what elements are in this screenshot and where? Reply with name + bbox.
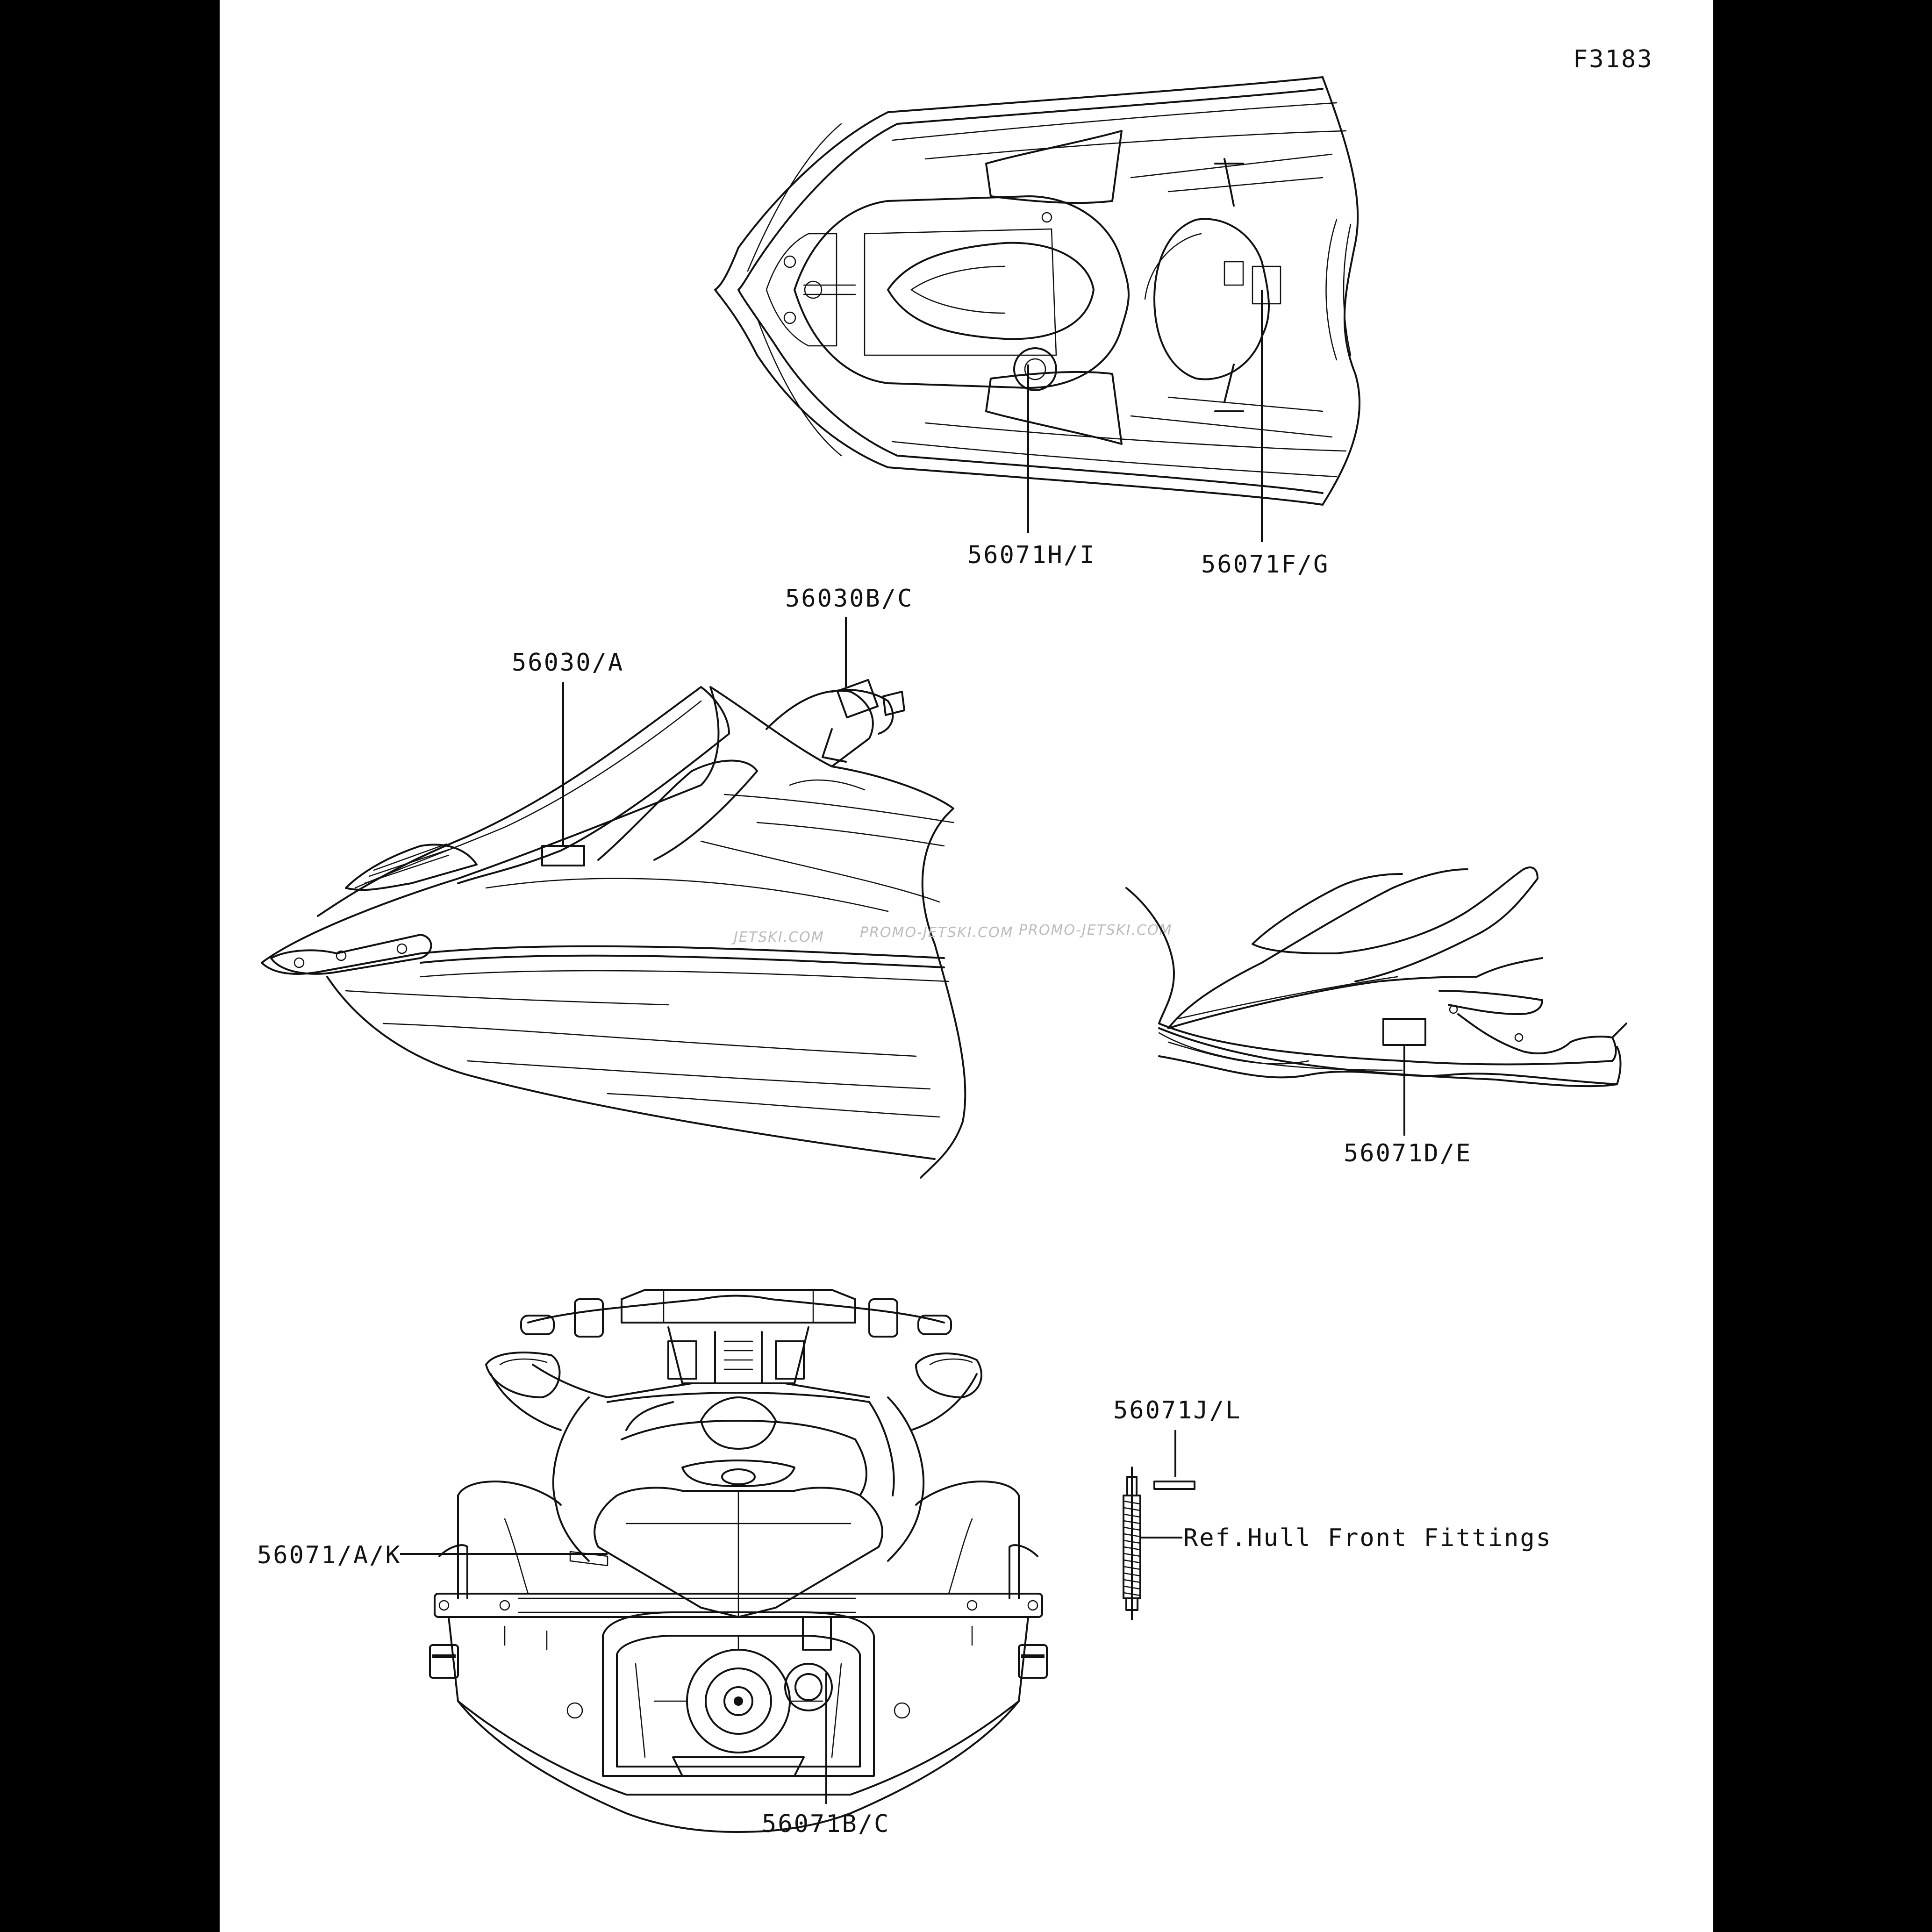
label-56071BC [802, 1616, 832, 1651]
watermark-3: PROMO-JETSKI.COM [1019, 922, 1173, 938]
side-view-drawing [261, 679, 966, 1179]
figure-code: F3183 [1573, 45, 1653, 73]
small-parts-drawing [1123, 1467, 1195, 1620]
callout-56071DE: 56071D/E [1344, 1139, 1472, 1167]
callout-56030A: 56030/A [512, 649, 624, 677]
rear-view-drawing [429, 1289, 1048, 1833]
watermark-1: JETSKI.COM [731, 929, 824, 945]
drawing-sheet [220, 0, 1713, 1932]
spring-coils [1123, 1495, 1141, 1599]
label-56071DE [1382, 1018, 1426, 1046]
callout-ref-hull-front-fittings: Ref.Hull Front Fittings [1183, 1524, 1552, 1552]
callout-56071BC: 56071B/C [762, 1810, 890, 1838]
callout-56071AK: 56071/A/K [257, 1541, 401, 1569]
top-view-drawing [714, 76, 1361, 506]
callout-56030BC: 56030B/C [785, 585, 913, 613]
callout-56071FG: 56071F/G [1201, 551, 1329, 579]
watermark-2: PROMO-JETSKI.COM [860, 924, 1014, 941]
part-56071JL [1153, 1481, 1195, 1490]
seat-side-drawing [1125, 866, 1627, 1088]
callout-56071HI: 56071H/I [967, 541, 1095, 569]
callout-56071JL: 56071J/L [1113, 1396, 1241, 1424]
